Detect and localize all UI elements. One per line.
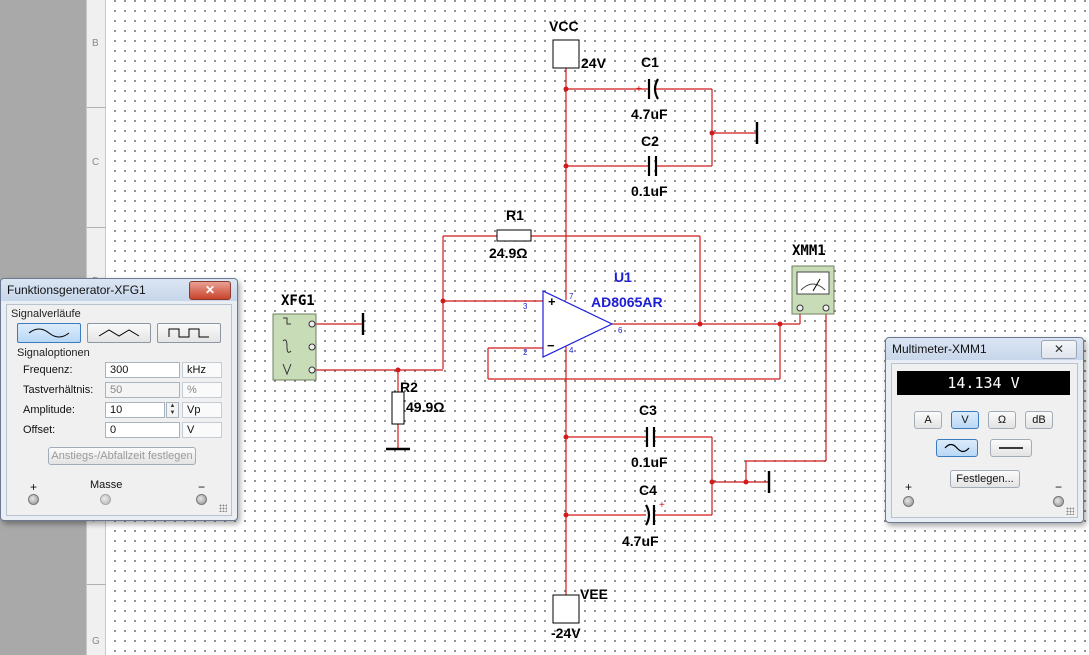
- u1-label: U1: [614, 269, 632, 285]
- negative-terminal[interactable]: [1053, 496, 1064, 507]
- ac-mode-button[interactable]: [936, 439, 978, 457]
- pin-6: 6: [618, 326, 623, 335]
- xfg1-label: XFG1: [281, 293, 315, 309]
- amplitude-label: Amplitude:: [23, 404, 75, 416]
- positive-terminal[interactable]: [28, 494, 39, 505]
- mode-button-volt[interactable]: V: [951, 411, 979, 429]
- set-button[interactable]: Festlegen...: [950, 470, 1020, 488]
- multimeter-display: 14.134 V: [897, 371, 1070, 395]
- frequency-unit-select[interactable]: kHz: [182, 362, 222, 378]
- sine-wave-icon: [28, 328, 70, 338]
- dc-mode-button[interactable]: [990, 439, 1032, 457]
- offset-input[interactable]: 0: [105, 422, 180, 438]
- amplitude-unit-select[interactable]: Vp: [182, 402, 222, 418]
- mode-button-ampere[interactable]: A: [914, 411, 942, 429]
- close-icon[interactable]: ✕: [1041, 339, 1077, 359]
- vcc-value: 24V: [581, 55, 606, 71]
- junctions: [395, 86, 783, 518]
- negative-terminal-label: −: [198, 480, 206, 494]
- duty-cycle-label: Tastverhältnis:: [23, 384, 94, 396]
- resize-grip-icon[interactable]: [1066, 507, 1074, 515]
- vee-label: VEE: [580, 586, 609, 602]
- function-generator-panel: Signalverläufe Signaloptionen Frequenz: …: [6, 304, 232, 516]
- positive-terminal[interactable]: [903, 496, 914, 507]
- function-generator-titlebar[interactable]: Funktionsgenerator-XFG1 ✕: [1, 279, 237, 301]
- r1-value: 24.9Ω: [489, 245, 528, 261]
- vcc-label: VCC: [549, 18, 579, 34]
- c2-value: 0.1uF: [631, 183, 668, 199]
- frequency-label: Frequenz:: [23, 364, 73, 376]
- ground-terminal[interactable]: [100, 494, 111, 505]
- triangle-wave-button[interactable]: [87, 323, 151, 343]
- mode-button-ohm[interactable]: Ω: [988, 411, 1016, 429]
- multimeter-panel: 14.134 V A V Ω dB Festlegen... + −: [891, 363, 1078, 518]
- ruler-letter-b: B: [92, 38, 99, 49]
- r2-value: 49.9Ω: [406, 399, 445, 415]
- resize-grip-icon[interactable]: [219, 504, 227, 512]
- u1-model: AD8065AR: [591, 294, 663, 310]
- multimeter-window[interactable]: Multimeter-XMM1 ✕ 14.134 V A V Ω dB Fest…: [885, 337, 1084, 523]
- frequency-input[interactable]: 300: [105, 362, 180, 378]
- c4-polarity: +: [659, 500, 665, 511]
- positive-terminal-label: +: [905, 480, 913, 494]
- c4-value: 4.7uF: [622, 533, 659, 549]
- function-generator-window[interactable]: Funktionsgenerator-XFG1 ✕ Signalverläufe…: [0, 278, 238, 521]
- offset-unit-select[interactable]: V: [182, 422, 222, 438]
- spin-up-icon[interactable]: ▲: [169, 403, 176, 409]
- positive-terminal-label: +: [30, 480, 38, 494]
- square-wave-button[interactable]: [157, 323, 221, 343]
- duty-cycle-unit: %: [182, 382, 222, 398]
- schematic-drawing: [272, 39, 835, 624]
- triangle-wave-icon: [98, 329, 140, 337]
- c4-label: C4: [639, 482, 657, 498]
- ground-terminal-label: Masse: [90, 479, 123, 491]
- ruler-letter-g: G: [92, 636, 100, 647]
- r2-label: R2: [400, 379, 418, 395]
- close-icon[interactable]: ✕: [189, 280, 231, 300]
- multimeter-title: Multimeter-XMM1: [892, 342, 987, 356]
- pin-4: 4: [569, 346, 574, 355]
- sine-wave-button[interactable]: [17, 323, 81, 343]
- options-label: Signaloptionen: [17, 347, 90, 359]
- duty-cycle-input: 50: [105, 382, 180, 398]
- c1-value: 4.7uF: [631, 106, 668, 122]
- amplitude-input[interactable]: 10: [105, 402, 165, 418]
- pin-2: 2: [523, 348, 528, 357]
- dc-line-icon: [999, 447, 1023, 449]
- ruler-letter-c: C: [92, 157, 100, 168]
- c1-polarity: +: [636, 84, 642, 95]
- wires: [316, 68, 827, 595]
- r1-label: R1: [506, 207, 524, 223]
- negative-terminal-label: −: [1055, 480, 1063, 494]
- vee-value: -24V: [551, 625, 581, 641]
- negative-terminal[interactable]: [196, 494, 207, 505]
- multimeter-titlebar[interactable]: Multimeter-XMM1 ✕: [886, 338, 1083, 360]
- c3-value: 0.1uF: [631, 454, 668, 470]
- schematic-canvas[interactable]: VCC 24V C1 4.7uF + C2 0.1uF R1 24.9Ω U1 …: [106, 0, 1089, 655]
- spin-down-icon[interactable]: ▼: [169, 410, 176, 416]
- waveforms-label: Signalverläufe: [11, 308, 81, 320]
- c2-label: C2: [641, 133, 659, 149]
- ac-wave-icon: [944, 443, 970, 453]
- function-generator-title: Funktionsgenerator-XFG1: [7, 283, 146, 297]
- opamp-plus: +: [548, 294, 556, 309]
- xmm1-label: XMM1: [792, 243, 826, 259]
- offset-label: Offset:: [23, 424, 56, 436]
- square-wave-icon: [168, 328, 209, 338]
- mode-button-db[interactable]: dB: [1025, 411, 1053, 429]
- pin-3: 3: [523, 302, 528, 311]
- rise-fall-time-button: Anstiegs-/Abfallzeit festlegen: [48, 447, 196, 465]
- opamp-minus: −: [547, 338, 555, 353]
- pin-7: 7: [569, 292, 574, 301]
- amplitude-spinner[interactable]: ▲▼: [166, 402, 179, 418]
- c1-label: C1: [641, 54, 659, 70]
- c3-label: C3: [639, 402, 657, 418]
